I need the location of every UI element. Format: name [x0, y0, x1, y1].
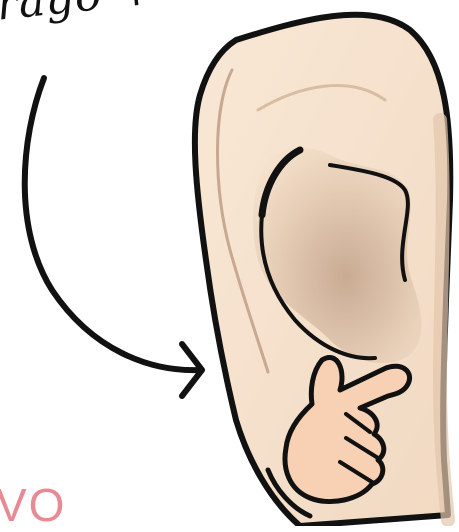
caption-text: VO — [0, 478, 66, 532]
curved-arrow-icon — [25, 78, 202, 396]
